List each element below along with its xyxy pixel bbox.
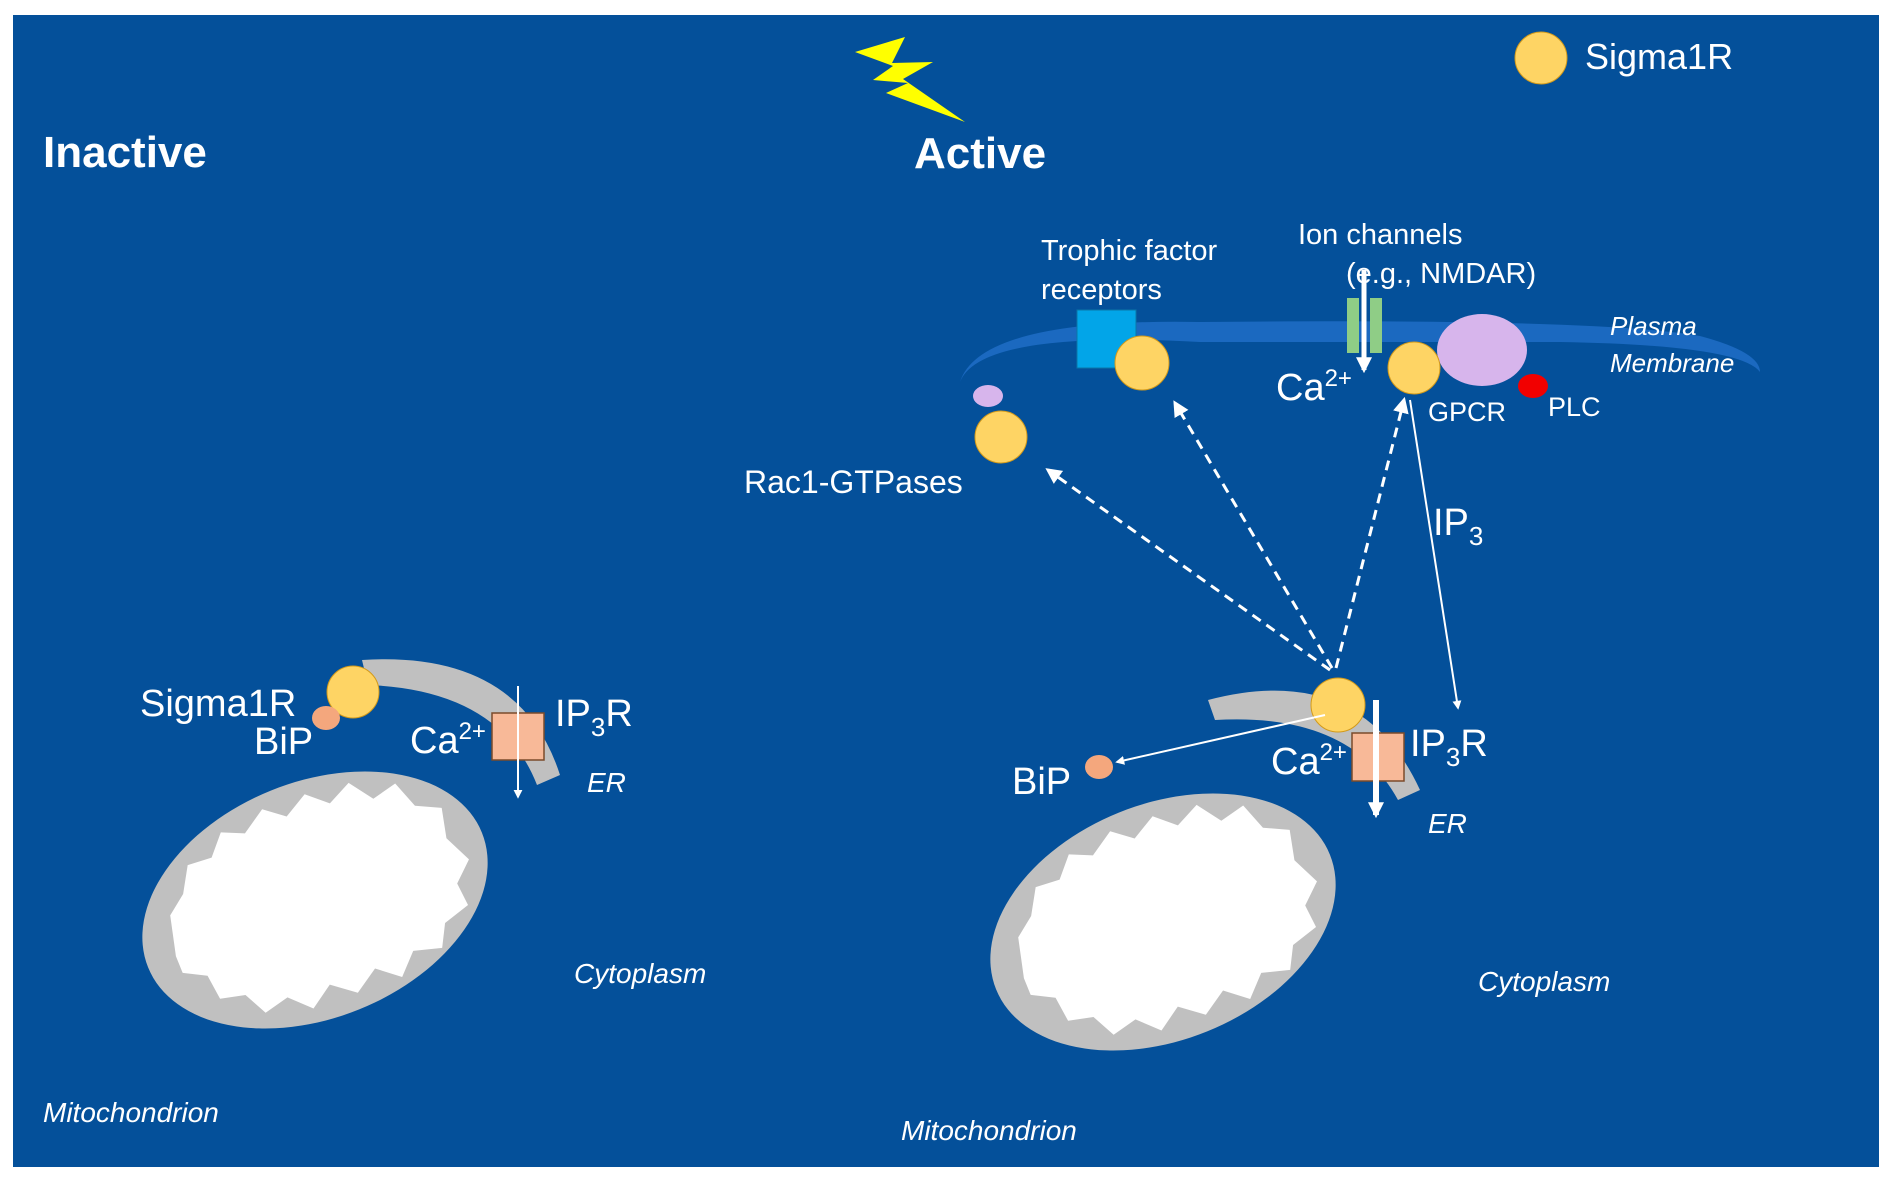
rac1-gtpase — [973, 385, 1003, 407]
dashed-arrow-to-rac1 — [1045, 468, 1331, 672]
dashed-arrow-to-trophic — [1173, 400, 1334, 669]
legend-sigma1r-dot — [1514, 31, 1568, 85]
inactive-bip — [312, 706, 340, 730]
lightning-icon — [855, 37, 965, 122]
rac1-sigma1r — [974, 410, 1028, 464]
ion-channels-label-line2: (e.g., NMDAR) — [1346, 258, 1536, 290]
gpcr — [1437, 314, 1527, 386]
gpcr-label: GPCR — [1428, 397, 1506, 427]
active-cytoplasm-label: Cytoplasm — [1478, 966, 1610, 997]
active-title: Active — [914, 129, 1046, 178]
active-mitochondrion-label: Mitochondrion — [901, 1115, 1077, 1146]
inactive-mitochondrion — [142, 771, 488, 1029]
rac1-label: Rac1-GTPases — [744, 464, 963, 500]
plasma-membrane-label-line1: Plasma — [1610, 311, 1697, 341]
ion-channel-right — [1370, 298, 1382, 353]
active-bip-label: BiP — [1012, 761, 1071, 803]
ion-channel-left — [1347, 298, 1359, 353]
active-ca-er-label: Ca2+ — [1271, 739, 1347, 783]
bip-release-arrow — [1115, 714, 1326, 765]
gpcr-sigma1r — [1387, 341, 1441, 395]
ion-channels-label-line1: Ion channels — [1298, 219, 1462, 251]
membrane-ca-label: Ca2+ — [1276, 365, 1352, 409]
inactive-sigma1r-label: Sigma1R — [140, 683, 296, 725]
inactive-cytoplasm-label: Cytoplasm — [574, 958, 706, 989]
inactive-ca-label: Ca2+ — [410, 718, 486, 762]
inactive-title: Inactive — [43, 128, 207, 177]
trophic-label-line2: receptors — [1041, 274, 1162, 306]
inactive-er-label: ER — [587, 767, 626, 798]
active-er-membrane — [1208, 690, 1420, 800]
active-er-sigma1r — [1310, 677, 1366, 733]
active-mitochondrion — [990, 793, 1336, 1051]
inactive-ip3r-label: IP3R — [555, 693, 633, 742]
trophic-label-line1: Trophic factor — [1041, 235, 1218, 267]
plasma-membrane — [960, 321, 1760, 382]
legend-label: Sigma1R — [1585, 36, 1733, 77]
active-ip3r-label: IP3R — [1410, 723, 1488, 772]
inactive-mitochondrion-label: Mitochondrion — [43, 1097, 219, 1128]
active-bip — [1085, 755, 1113, 779]
dashed-arrow-to-gpcr — [1334, 396, 1409, 669]
inactive-bip-label: BiP — [254, 721, 313, 763]
plc-label: PLC — [1548, 392, 1601, 422]
active-er-label: ER — [1428, 808, 1467, 839]
trophic-sigma1r — [1114, 335, 1170, 391]
plc — [1518, 374, 1548, 398]
plasma-membrane-label-line2: Membrane — [1610, 348, 1734, 378]
inactive-sigma1r — [326, 665, 380, 719]
ip3-arrow — [1409, 399, 1462, 710]
ip3-label: IP3 — [1433, 502, 1483, 551]
